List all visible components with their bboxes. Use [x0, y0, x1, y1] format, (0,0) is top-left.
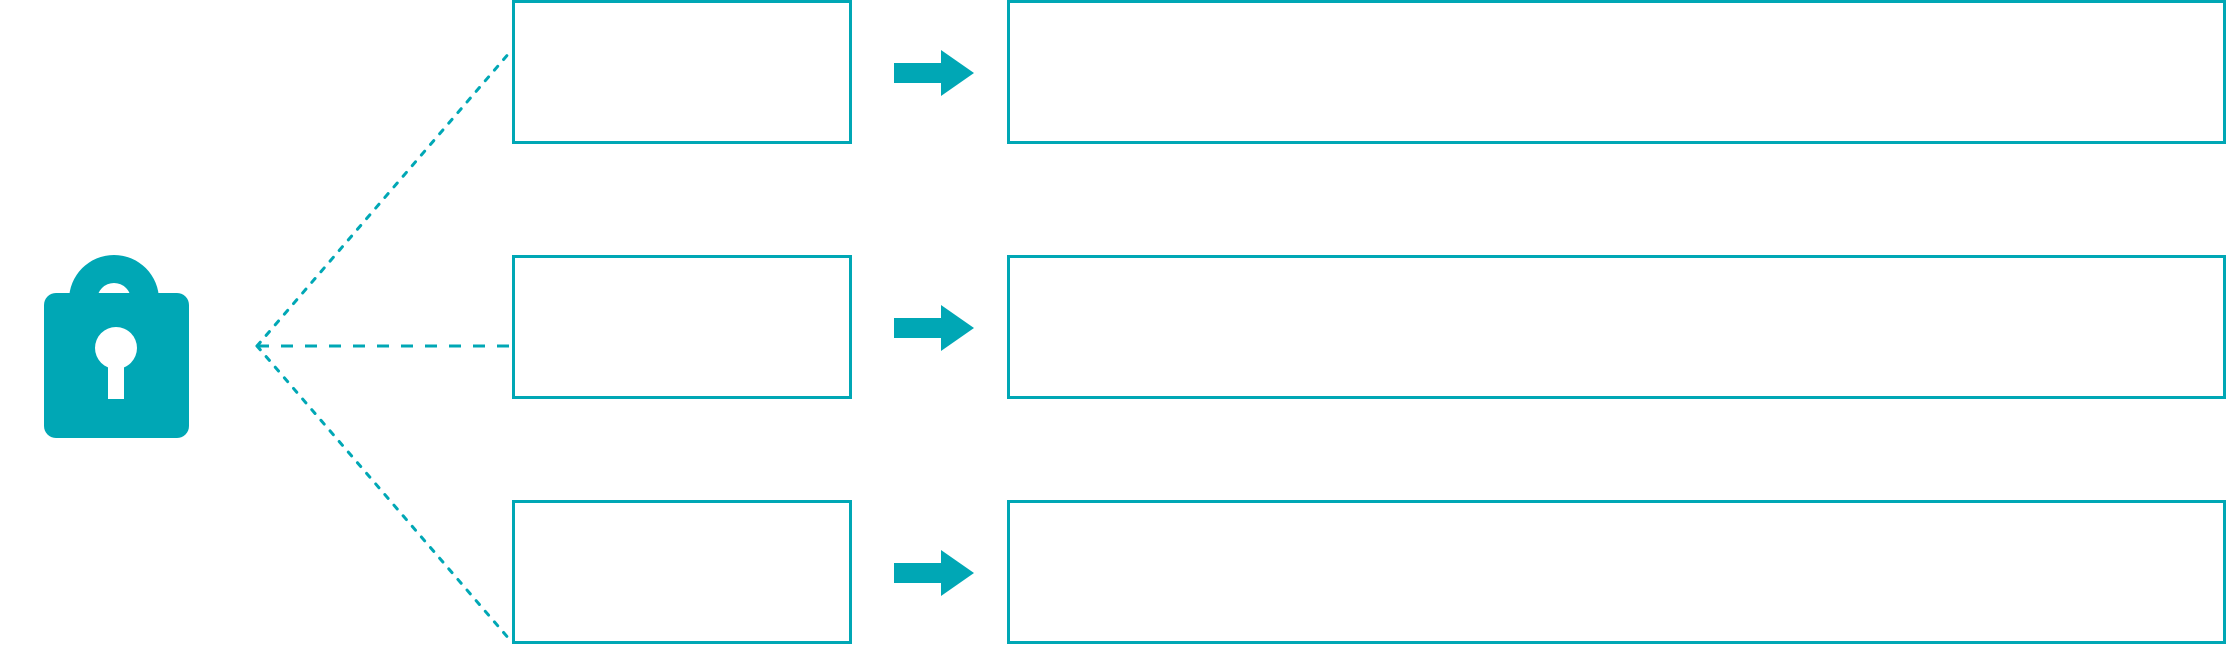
- right-box[interactable]: [1007, 255, 2226, 399]
- right-arrow-icon: [894, 550, 974, 596]
- left-box-label: [515, 258, 849, 278]
- diagram-row: [0, 500, 2229, 646]
- right-arrow-icon: [894, 305, 974, 351]
- right-box-label: [1010, 3, 2223, 23]
- left-box[interactable]: [512, 255, 852, 399]
- left-box[interactable]: [512, 0, 852, 144]
- left-box[interactable]: [512, 500, 852, 644]
- right-box[interactable]: [1007, 500, 2226, 644]
- right-arrow-icon: [894, 50, 974, 96]
- right-box-label: [1010, 503, 2223, 523]
- left-box-label: [515, 503, 849, 523]
- diagram-row: [0, 255, 2229, 401]
- left-box-label: [515, 3, 849, 23]
- diagram-row: [0, 0, 2229, 146]
- lock-icon: [24, 150, 204, 450]
- right-box-label: [1010, 258, 2223, 278]
- right-box[interactable]: [1007, 0, 2226, 144]
